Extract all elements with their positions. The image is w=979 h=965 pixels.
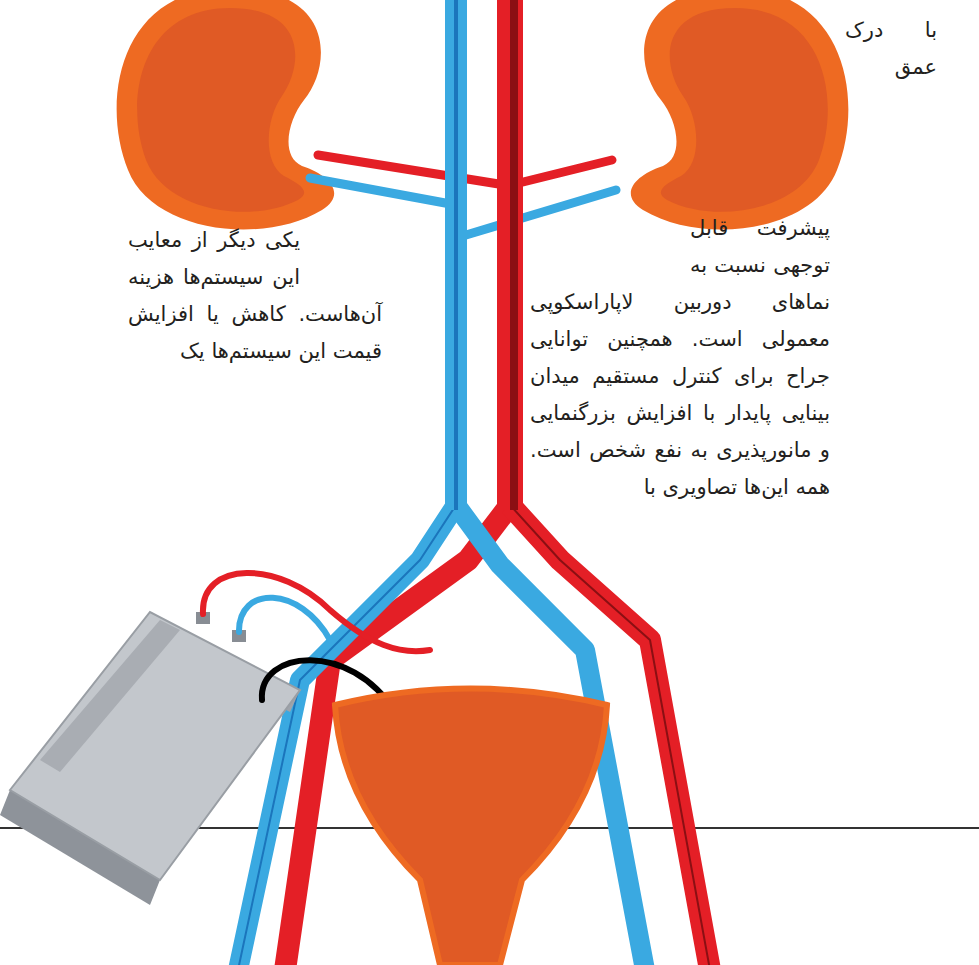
wrap-spacer xyxy=(530,210,690,284)
battery-device xyxy=(0,612,300,905)
wrap-spacer xyxy=(300,222,382,296)
iliac-vessels xyxy=(238,505,710,965)
body-text: یکی دیگر از معایب این سیستم‌ها هزینه آن‌… xyxy=(128,228,382,363)
text-block: با درک عمق xyxy=(845,12,937,86)
right-kidney xyxy=(631,0,849,230)
left-kidney xyxy=(117,0,335,230)
body-text: پیشرفت قابل توجهی نسبت به نماهای دوربین … xyxy=(530,216,830,499)
body-text: با درک عمق xyxy=(845,18,937,79)
text-block: یکی دیگر از معایب این سیستم‌ها هزینه آن‌… xyxy=(128,222,382,370)
text-block: پیشرفت قابل توجهی نسبت به نماهای دوربین … xyxy=(530,210,830,506)
great-vessels xyxy=(445,0,523,510)
bladder xyxy=(335,689,607,965)
